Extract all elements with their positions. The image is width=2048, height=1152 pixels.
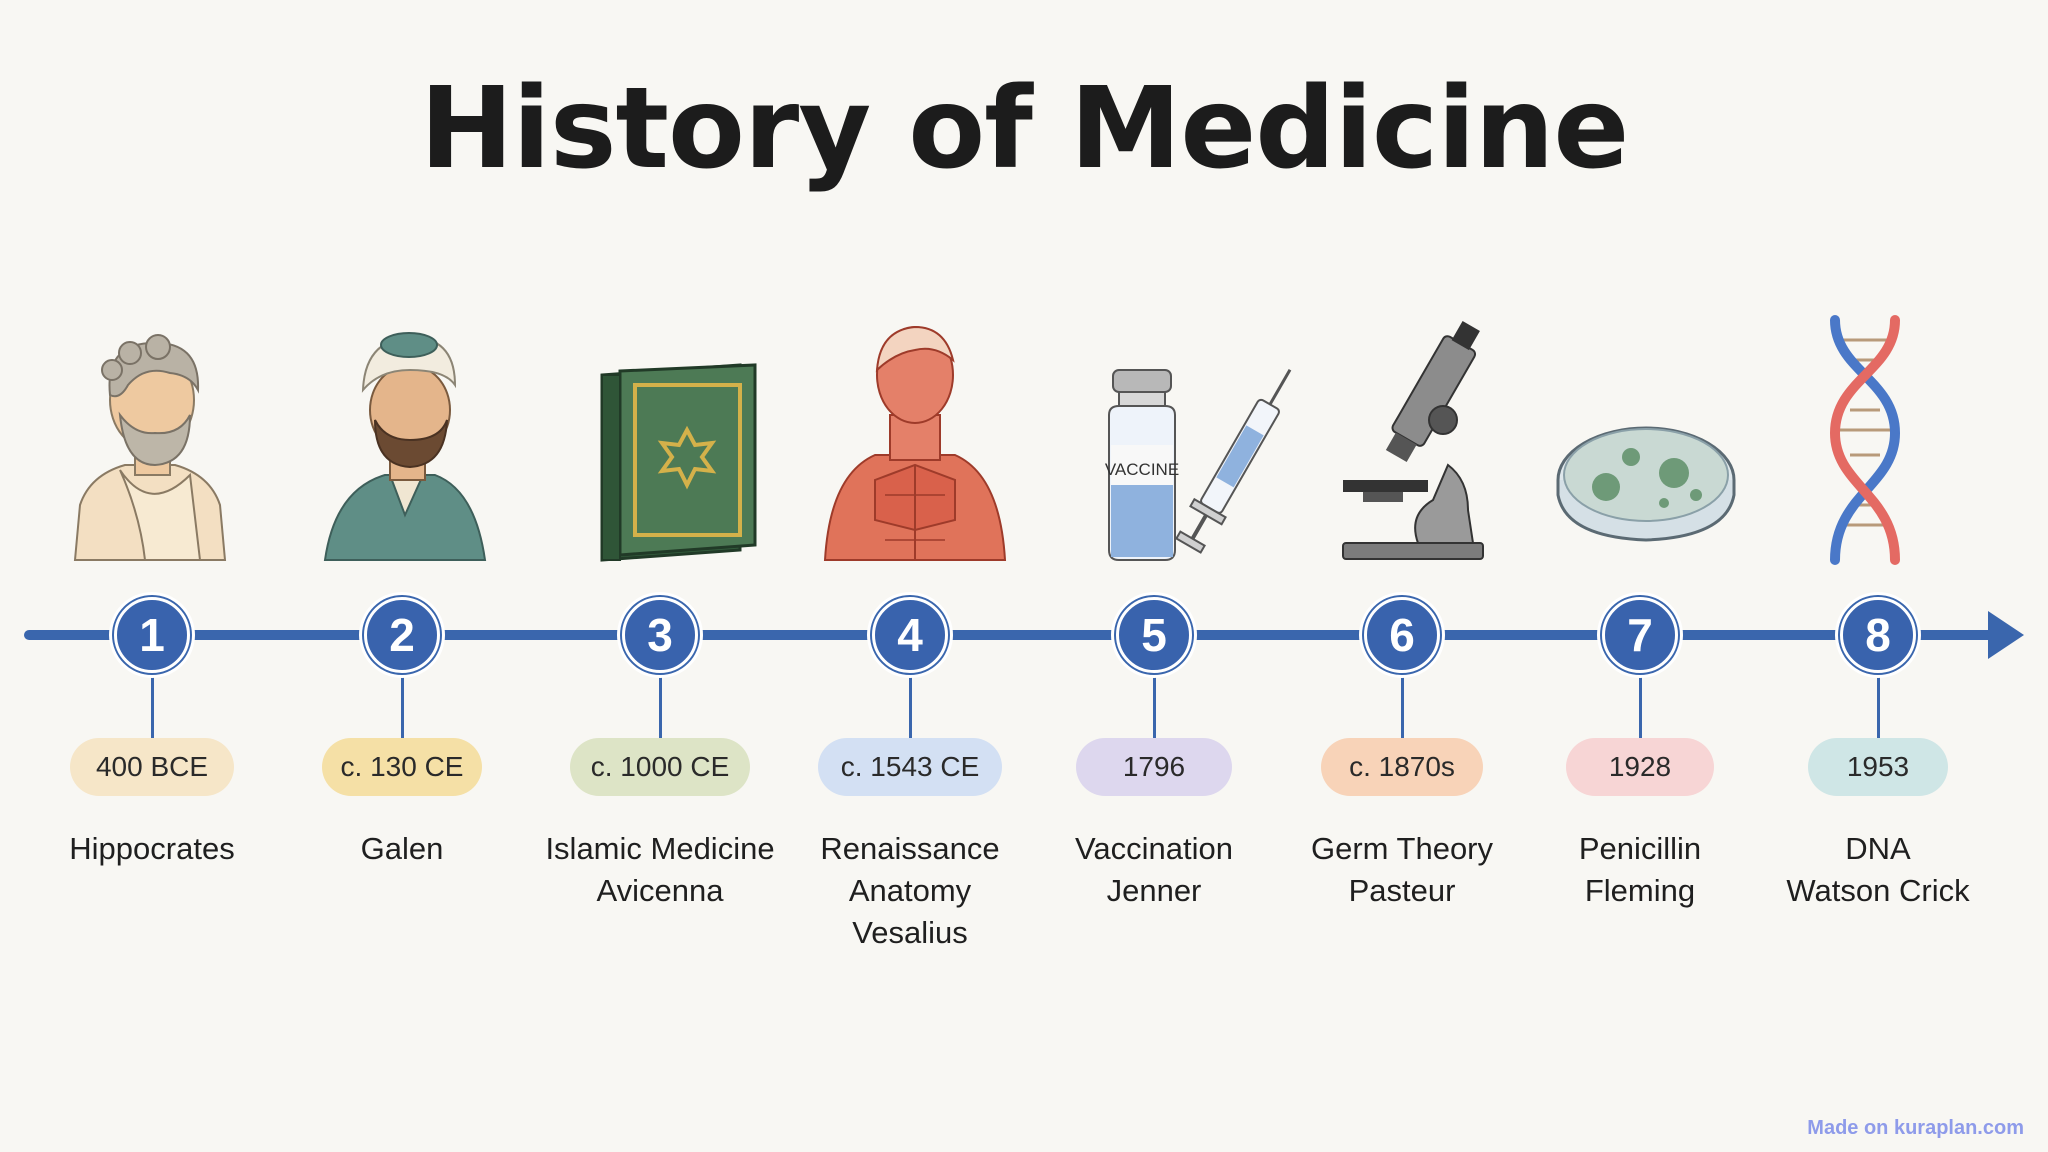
timeline-marker-5: 5 xyxy=(1111,592,1197,678)
event-title: Islamic Medicine xyxy=(545,831,775,866)
timeline-connector xyxy=(401,670,404,740)
event-label: DNA Watson Crick xyxy=(1728,828,2028,912)
date-badge: 1953 xyxy=(1808,738,1948,796)
date-badge: 400 BCE xyxy=(70,738,234,796)
date-badge: c. 1870s xyxy=(1321,738,1483,796)
timeline-arrowhead xyxy=(1988,611,2024,659)
galen-portrait-icon xyxy=(323,332,487,561)
marker-number: 3 xyxy=(622,597,698,673)
event-person: Watson Crick xyxy=(1786,873,1970,908)
hippocrates-bust-icon xyxy=(73,334,227,561)
timeline-marker-3: 3 xyxy=(617,592,703,678)
date-badge: c. 1000 CE xyxy=(570,738,750,796)
timeline-connector xyxy=(1877,670,1880,740)
date-badge: c. 1543 CE xyxy=(818,738,1002,796)
timeline-marker-6: 6 xyxy=(1359,592,1445,678)
event-person: Fleming xyxy=(1584,873,1696,908)
credit-text: Made on kuraplan.com xyxy=(1807,1117,2024,1139)
event-title: Vaccination xyxy=(1075,831,1233,866)
timeline-axis xyxy=(24,630,2004,640)
timeline-connector xyxy=(909,670,912,740)
marker-number: 6 xyxy=(1364,597,1440,673)
event-person: Jenner xyxy=(1106,873,1202,908)
event-person: Vesalius xyxy=(852,915,968,950)
microscope-icon xyxy=(1342,321,1484,560)
date-badge: 1928 xyxy=(1566,738,1714,796)
event-title: Penicillin xyxy=(1578,831,1702,866)
vaccine-bottle-label: VACCINE xyxy=(1105,460,1179,479)
timeline-marker-7: 7 xyxy=(1597,592,1683,678)
date-badge: c. 130 CE xyxy=(322,738,482,796)
timeline-connector xyxy=(659,670,662,740)
event-person: Avicenna xyxy=(596,873,724,908)
timeline-marker-8: 8 xyxy=(1835,592,1921,678)
marker-number: 1 xyxy=(114,597,190,673)
event-title: Galen xyxy=(360,831,444,866)
timeline-marker-1: 1 xyxy=(109,592,195,678)
event-label: Hippocrates xyxy=(2,828,302,870)
page-title: History of Medicine xyxy=(419,64,1630,194)
anatomy-muscles-icon xyxy=(823,325,1007,561)
event-title: Germ Theory xyxy=(1310,831,1494,866)
book-icon xyxy=(600,363,757,562)
marker-number: 2 xyxy=(364,597,440,673)
marker-number: 8 xyxy=(1840,597,1916,673)
dna-helix-icon xyxy=(1829,315,1901,565)
event-title: DNA xyxy=(1845,831,1911,866)
petri-dish-icon xyxy=(1556,426,1736,542)
timeline-marker-4: 4 xyxy=(867,592,953,678)
marker-number: 4 xyxy=(872,597,948,673)
event-person: Pasteur xyxy=(1348,873,1456,908)
timeline-connector xyxy=(1639,670,1642,740)
timeline-connector xyxy=(1153,670,1156,740)
event-title: Hippocrates xyxy=(69,831,235,866)
timeline-connector xyxy=(151,670,154,740)
date-badge: 1796 xyxy=(1076,738,1232,796)
event-title: Renaissance Anatomy xyxy=(820,831,1000,908)
vaccine-syringe-icon: VACCINE xyxy=(1105,368,1292,561)
timeline-connector xyxy=(1401,670,1404,740)
event-label: Galen xyxy=(252,828,552,870)
marker-number: 5 xyxy=(1116,597,1192,673)
timeline-marker-2: 2 xyxy=(359,592,445,678)
marker-number: 7 xyxy=(1602,597,1678,673)
